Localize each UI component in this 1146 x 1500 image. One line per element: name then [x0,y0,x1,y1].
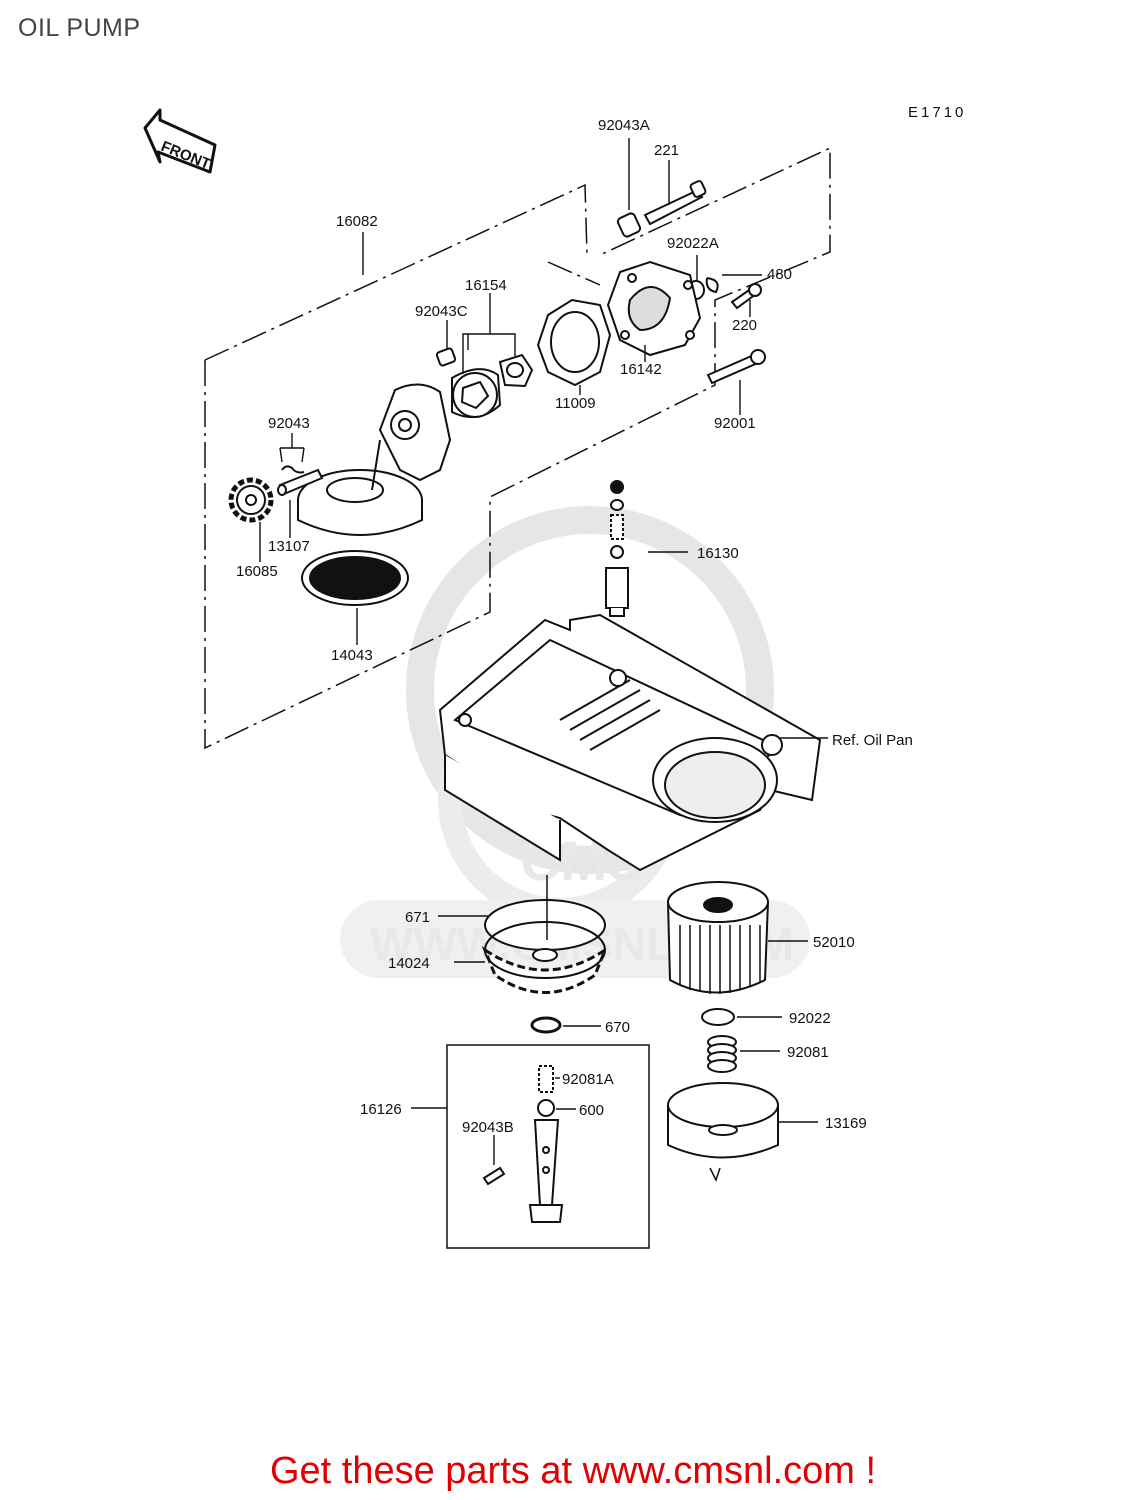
part-label-52010: 52010 [813,934,855,951]
part-label-92022: 92022 [789,1010,831,1027]
relief-valve-16130 [605,480,629,617]
diagram-code: E1710 [908,104,966,121]
rotor-set-16154 [451,353,534,419]
part-label-16082: 16082 [336,213,378,230]
part-label-13169: 13169 [825,1115,867,1132]
footer-cta-link[interactable]: Get these parts at www.cmsnl.com ! [269,1450,877,1492]
part-label-92043: 92043 [268,415,310,432]
part-label-ref-oil-pan: Ref. Oil Pan [832,732,913,749]
pump-body [297,383,452,536]
part-label-600: 600 [579,1102,604,1119]
filter-cover-13169 [667,1082,779,1159]
oil-pump-diagram: CMS WWW.CMSNL.COM FRONT E1710 [143,104,966,1249]
front-arrow-icon: FRONT [143,108,217,174]
page-title: OIL PUMP [18,14,141,42]
part-label-14024: 14024 [388,955,430,972]
oil-pan [438,613,822,872]
circlip-480 [705,277,719,294]
oring-670 [530,1016,562,1034]
cover-arrow [709,1167,721,1182]
gasket-11009 [536,298,612,387]
bolt-92001 [706,349,766,385]
part-label-220: 220 [732,317,757,334]
pin-92043c [435,347,457,367]
oil-filter-52010 [666,881,770,994]
part-label-16126: 16126 [360,1101,402,1118]
part-label-92022a: 92022A [667,235,719,252]
part-label-14043: 14043 [331,647,373,664]
part-label-16130: 16130 [697,545,739,562]
pump-assembly-boundary [204,146,831,750]
spring-92081 [707,1035,737,1073]
dowel-92043a [616,212,642,238]
part-label-16142: 16142 [620,361,662,378]
shaft-13107 [277,468,324,496]
oil-filter-cover-14024 [481,899,609,994]
leader-lines [259,138,828,1165]
bypass-valve-parts [482,1065,564,1223]
pump-cover-16142 [606,260,702,357]
part-labels: 92043A 221 16082 92022A 480 16154 92043C… [236,117,913,1136]
screen-14043 [301,550,409,606]
bypass-valve-box [446,1044,650,1249]
bolt-221 [643,180,707,226]
part-label-92043a: 92043A [598,117,650,134]
part-label-670: 670 [605,1019,630,1036]
washer-92022 [701,1008,735,1026]
part-label-92043c: 92043C [415,303,468,320]
part-label-221: 221 [654,142,679,159]
part-label-16085: 16085 [236,563,278,580]
part-label-13107: 13107 [268,538,310,555]
part-label-92043b: 92043B [462,1119,514,1136]
part-label-92001: 92001 [714,415,756,432]
parts-drawing [228,180,822,1249]
part-label-480: 480 [767,266,792,283]
pin-92043 [281,465,305,474]
sprocket-16085 [228,477,274,523]
part-label-92081: 92081 [787,1044,829,1061]
part-label-92081a: 92081A [562,1071,614,1088]
part-label-16154: 16154 [465,277,507,294]
part-label-11009: 11009 [555,395,596,412]
part-label-671: 671 [405,909,430,926]
bolt-220 [730,283,762,310]
